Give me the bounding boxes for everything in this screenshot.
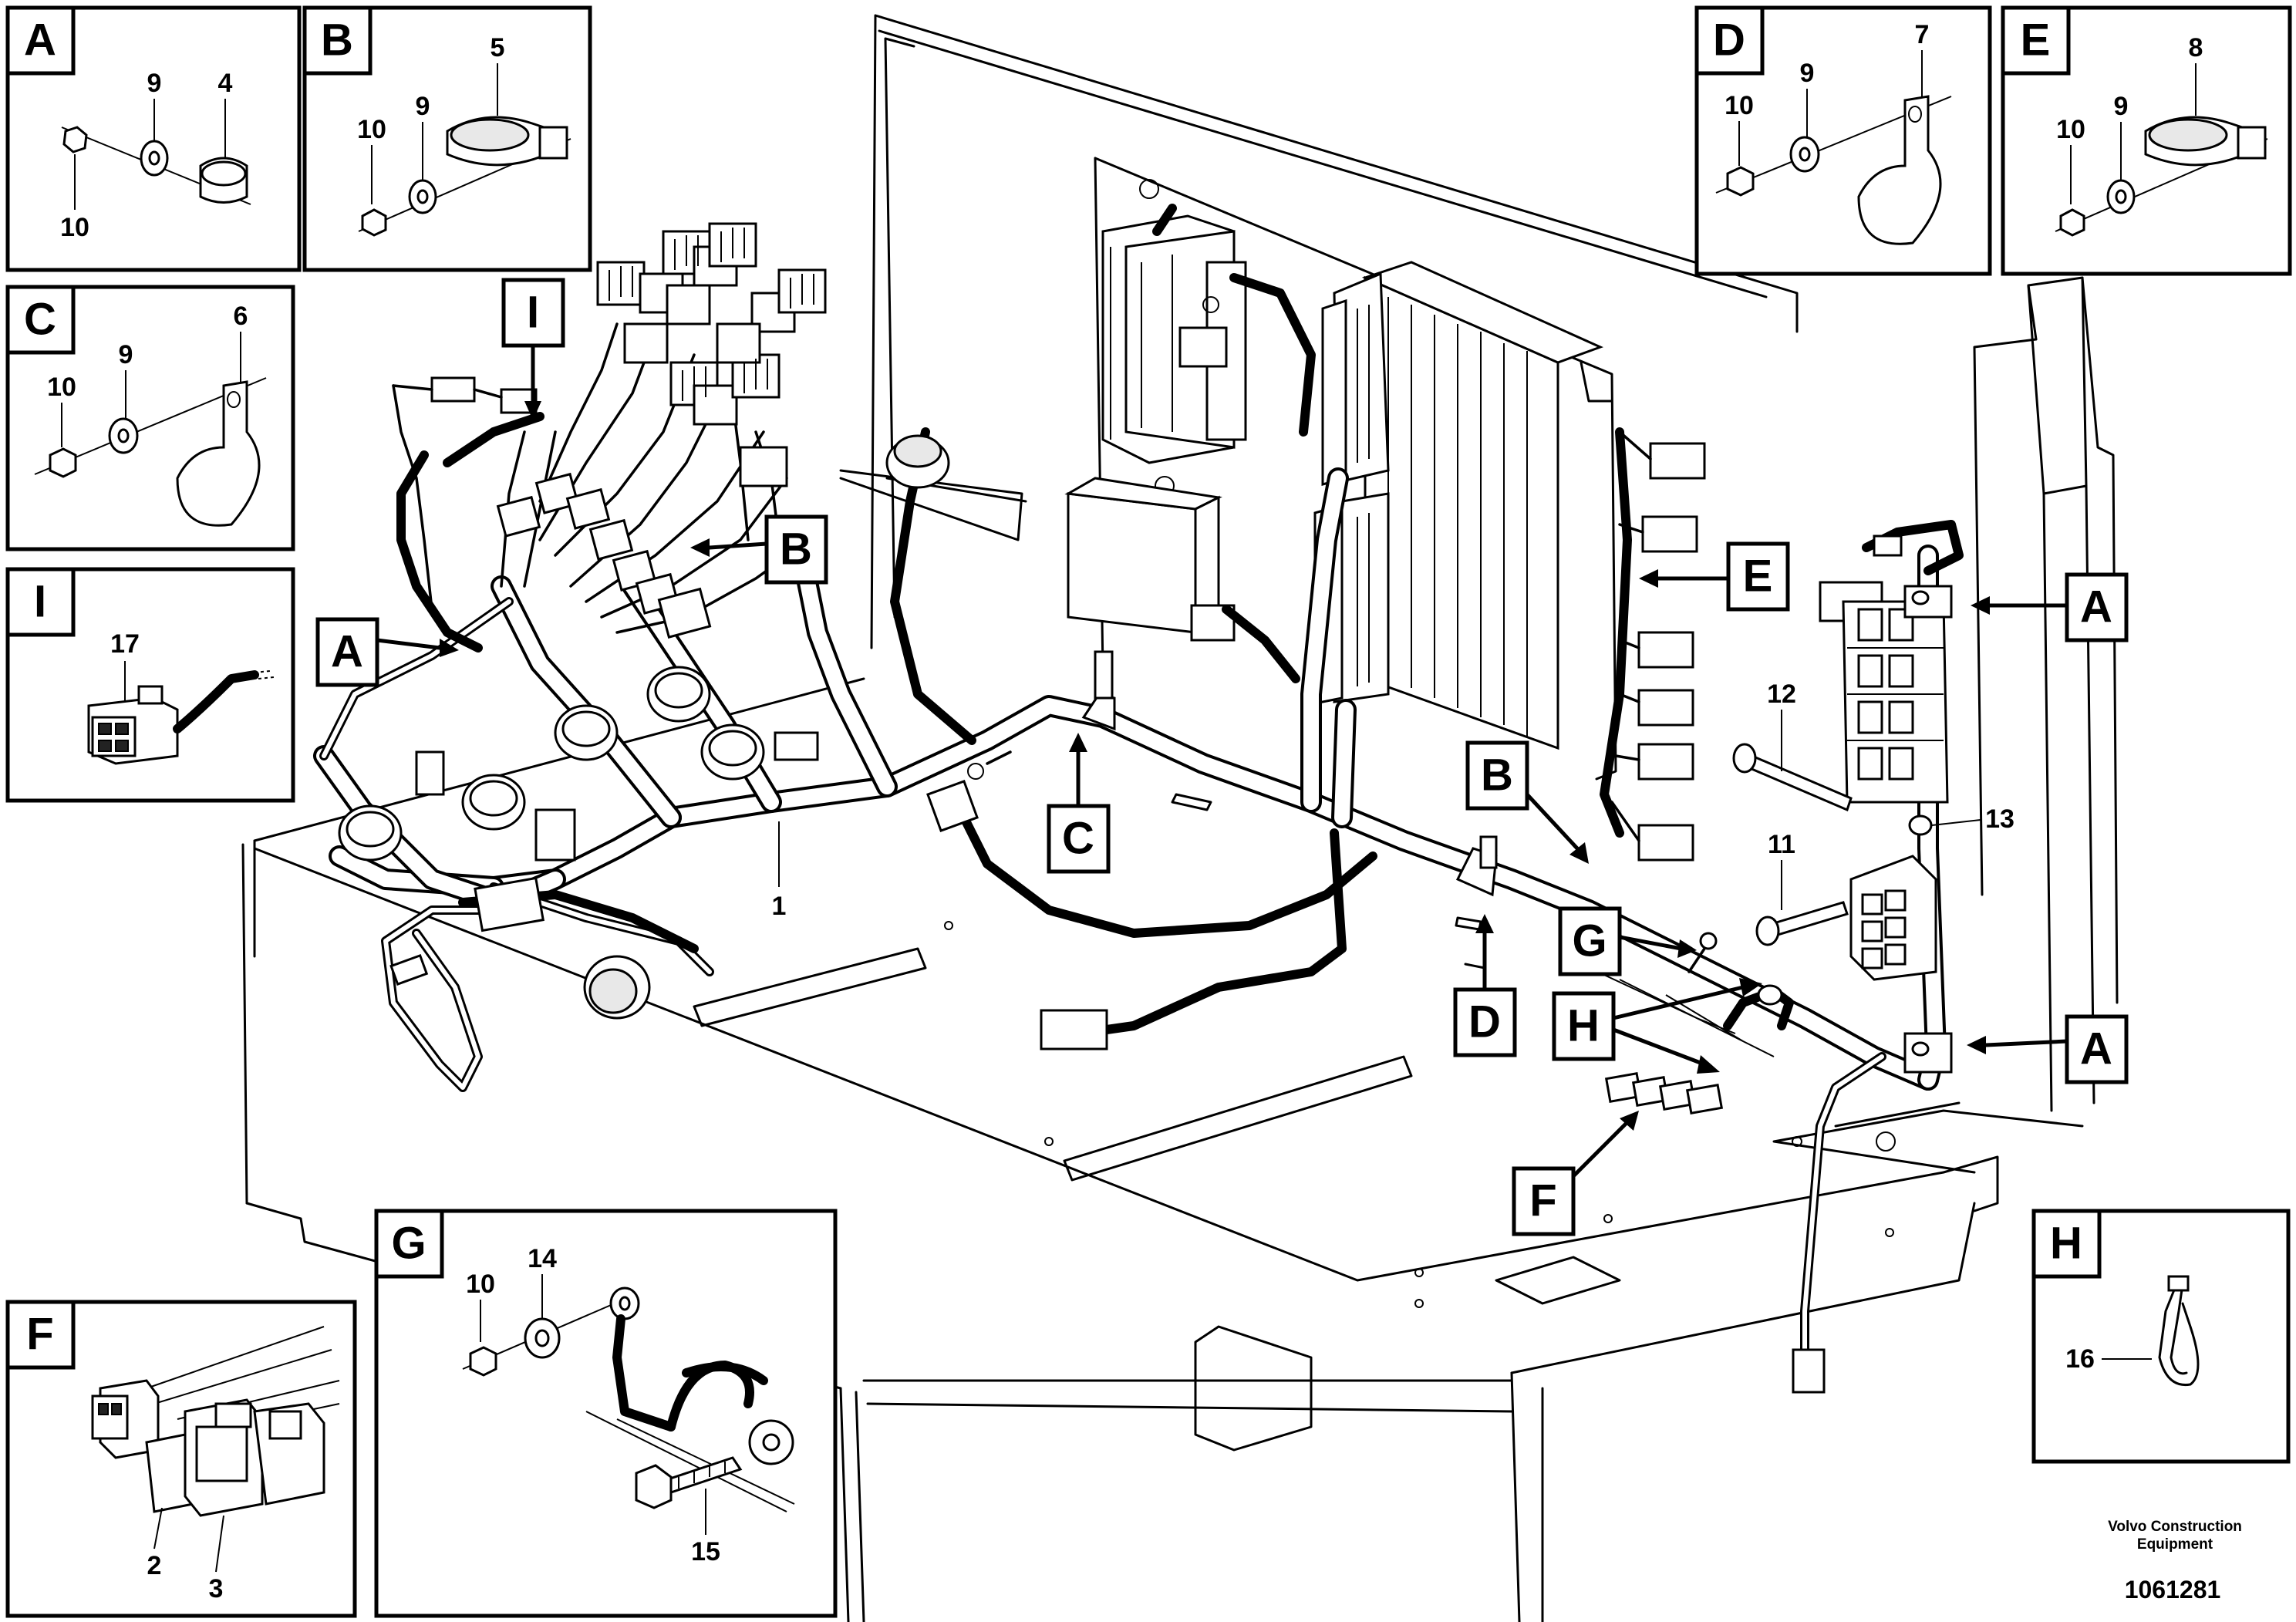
e-connectors	[1610, 430, 1706, 862]
callout-box-B-right	[1465, 740, 1529, 811]
inset-D-part-10: 10	[1725, 91, 1754, 120]
inset-letter-A: A	[24, 15, 56, 66]
inset-I-part-17: 17	[110, 629, 140, 659]
part-number-13: 13	[1985, 804, 2014, 834]
inset-B-part-5: 5	[491, 33, 505, 62]
brand-line-1: Volvo Construction	[2108, 1519, 2242, 1535]
callout-B-right: B	[1481, 750, 1513, 801]
callout-box-D	[1453, 987, 1517, 1057]
inset-letter-C: C	[24, 295, 56, 345]
inset-panel-B: B 5 10 9	[302, 5, 592, 272]
callout-box-B-top	[764, 514, 828, 585]
inset-A-part-4: 4	[218, 69, 233, 98]
inset-F-part-3: 3	[209, 1574, 224, 1603]
inset-C-part-10: 10	[47, 373, 76, 402]
inset-G-part-15: 15	[691, 1537, 720, 1566]
brand-line-2: Equipment	[2137, 1536, 2213, 1553]
callout-box-F	[1512, 1166, 1576, 1236]
inset-panel-D: D 7 9 10	[1694, 5, 1992, 276]
callout-box-A-left	[315, 617, 379, 687]
callout-box-A-right-top	[2065, 572, 2129, 642]
inset-B-part-10: 10	[357, 115, 386, 144]
callout-D: D	[1468, 997, 1501, 1047]
callout-box-A-right-bottom	[2065, 1014, 2129, 1084]
ecu-heat-sink	[1361, 261, 1603, 750]
inset-G-part-14: 14	[528, 1244, 557, 1273]
inset-panel-I: I 17	[5, 567, 295, 803]
inset-letter-D: D	[1713, 15, 1745, 66]
inset-H-part-16: 16	[2065, 1344, 2095, 1374]
inset-E-part-8: 8	[2189, 33, 2203, 62]
callout-A-right-top: A	[2080, 582, 2112, 632]
inset-A-part-9: 9	[147, 69, 162, 98]
inset-C-part-9: 9	[119, 340, 133, 369]
round-connectors	[338, 434, 950, 1020]
inset-panel-E: E 8 10 9	[2001, 5, 2292, 276]
relay-plugs	[392, 376, 712, 639]
inset-C-part-6: 6	[234, 302, 248, 331]
callout-F: F	[1529, 1176, 1556, 1226]
callout-A-left: A	[331, 627, 363, 677]
part-number-12: 12	[1767, 679, 1796, 709]
inset-panel-G: G 14 10 15	[374, 1209, 838, 1618]
inset-G-part-10: 10	[466, 1270, 495, 1299]
inset-panel-A: A 9 4 10	[5, 5, 302, 272]
callout-box-I	[501, 278, 565, 348]
document-number: 1061281	[2125, 1576, 2221, 1603]
inset-F-part-2: 2	[147, 1551, 162, 1580]
part-number-11: 11	[1768, 830, 1795, 859]
rectangular-plugs	[389, 731, 1826, 1394]
inset-E-part-9: 9	[2114, 92, 2129, 121]
inset-letter-G: G	[391, 1219, 426, 1269]
callout-G: G	[1572, 916, 1607, 966]
inset-panel-C: C 6 9 10	[5, 285, 295, 551]
callout-C: C	[1062, 814, 1094, 864]
callout-B-top: B	[780, 524, 812, 575]
inset-letter-F: F	[26, 1310, 53, 1360]
module-plug	[1178, 326, 1228, 368]
part-number-1: 1	[772, 892, 787, 921]
inset-panel-F: F 2 3	[5, 1300, 357, 1618]
callout-H: H	[1567, 1001, 1600, 1051]
callout-I: I	[527, 288, 539, 338]
inset-letter-H: H	[2050, 1219, 2082, 1269]
inset-letter-I: I	[34, 577, 46, 627]
inset-D-part-9: 9	[1800, 59, 1815, 88]
inset-A-part-10: 10	[60, 213, 89, 242]
relay-cluster	[596, 222, 827, 487]
inset-B-part-9: 9	[416, 92, 430, 121]
inset-E-part-10: 10	[2056, 115, 2085, 144]
callout-box-E	[1726, 541, 1790, 612]
callout-box-H	[1552, 991, 1616, 1061]
harness-clamps	[1081, 585, 1953, 1114]
callout-E: E	[1743, 551, 1773, 602]
inset-D-part-7: 7	[1915, 20, 1930, 49]
callout-box-C	[1047, 804, 1111, 874]
callout-A-right-bottom: A	[2080, 1024, 2112, 1074]
inset-letter-E: E	[2021, 15, 2051, 66]
callout-box-G	[1558, 906, 1622, 976]
ecu-plug-strips	[1313, 271, 1390, 705]
footer: Volvo Construction Equipment 1061281	[2108, 1519, 2242, 1603]
main-callouts: I B A C E A B G	[315, 278, 2129, 1236]
inset-letter-B: B	[321, 15, 353, 66]
fasteners	[1732, 743, 1933, 946]
inset-panel-H: H 16	[2031, 1209, 2291, 1464]
